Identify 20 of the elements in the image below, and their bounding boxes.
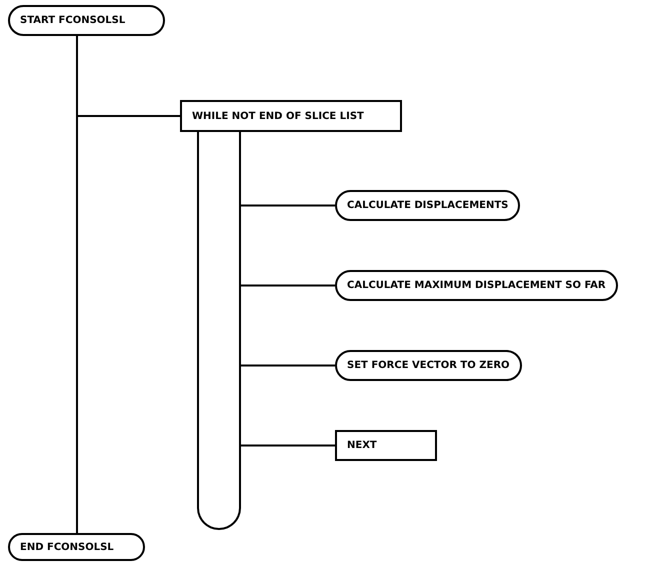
terminal-box [8,533,145,561]
step-text: SET FORCE VECTOR TO ZERO [347,360,510,371]
connector-line [76,36,180,117]
terminal-box [8,5,165,36]
process-box [335,430,437,461]
step-text: START FCONSOLSL [20,15,126,26]
connector-line [241,444,335,446]
step-text: WHILE NOT END OF SLICE LIST [192,110,364,122]
terminal-box [335,190,520,221]
connector-line [241,284,335,286]
step-text: CALCULATE DISPLACEMENTS [347,200,508,211]
loop-bar [197,130,241,530]
terminal-box [335,350,522,381]
step-text: CALCULATE MAXIMUM DISPLACEMENT SO FAR [347,280,606,291]
terminal-box [335,270,618,301]
step-text: END FCONSOLSL [20,542,114,552]
step-text: NEXT [347,440,377,451]
connector-line [241,364,335,366]
connector-line [241,204,335,206]
process-box [180,100,402,132]
